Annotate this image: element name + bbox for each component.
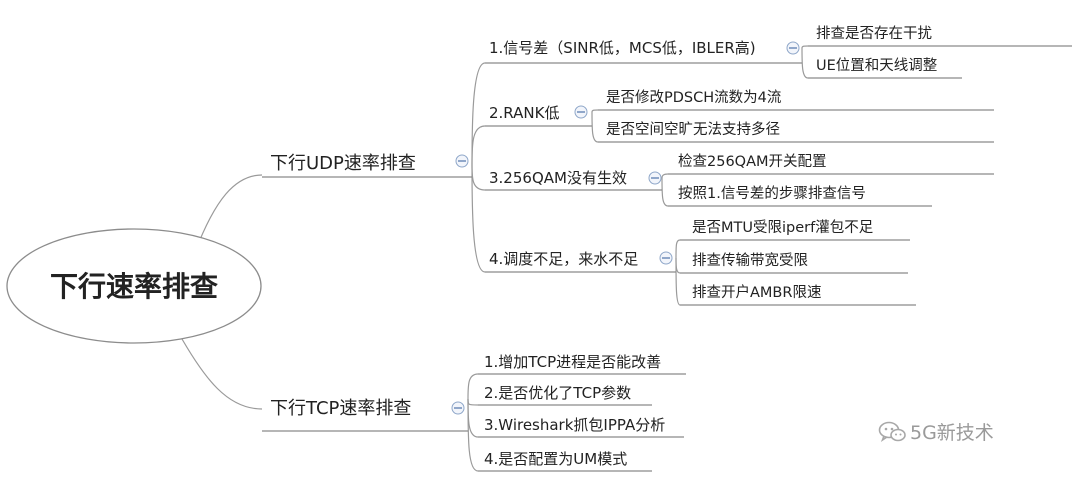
connector-1-b (801, 47, 809, 79)
leaf-3-b[interactable]: 按照1.信号差的步骤排查信号 (668, 185, 932, 207)
leaf-1-b[interactable]: UE位置和天线调整 (808, 57, 962, 79)
collapse-udp-2-icon[interactable] (574, 105, 588, 119)
branch-udp-label: 下行UDP速率排查 (270, 153, 416, 174)
connectors (177, 45, 809, 472)
tcp-node-1-label: 1.增加TCP进程是否能改善 (484, 353, 661, 371)
root-label: 下行速率排查 (50, 270, 218, 303)
connector-3-b (661, 177, 669, 207)
leaf-2-a[interactable]: 是否修改PDSCH流数为4流 (598, 89, 994, 111)
leaf-4-a[interactable]: 是否MTU受限iperf灌包不足 (680, 219, 910, 241)
watermark: 5G新技术 (878, 418, 994, 445)
collapse-tcp-icon[interactable] (451, 401, 465, 415)
udp-node-2-label: 2.RANK低 (489, 104, 559, 122)
connector-2-a (591, 109, 599, 113)
connector-udp-1 (471, 62, 486, 166)
leaf-4-a-label: 是否MTU受限iperf灌包不足 (692, 219, 873, 236)
leaf-2-b[interactable]: 是否空间空旷无法支持多径 (598, 121, 994, 143)
connector-root-udp (194, 174, 263, 253)
tcp-node-2-label: 2.是否优化了TCP参数 (484, 384, 631, 402)
connector-tcp-2 (467, 398, 479, 406)
udp-node-3-label: 3.256QAM没有生效 (489, 169, 627, 187)
leaf-1-a[interactable]: 排查是否存在干扰 (808, 25, 1072, 47)
collapse-udp-3-icon[interactable] (648, 171, 662, 185)
tcp-node-4-label: 4.是否配置为UM模式 (484, 450, 627, 468)
connector-2-b (591, 111, 599, 143)
tcp-node-4[interactable]: 4.是否配置为UM模式 (478, 450, 652, 472)
leaf-2-b-label: 是否空间空旷无法支持多径 (606, 121, 780, 138)
connector-1-a (801, 45, 809, 49)
udp-node-2[interactable]: 2.RANK低 (485, 104, 592, 127)
leaf-2-a-label: 是否修改PDSCH流数为4流 (606, 89, 781, 106)
connector-4-c (675, 257, 681, 306)
connector-tcp-4 (467, 398, 479, 472)
tcp-node-1[interactable]: 1.增加TCP进程是否能改善 (478, 353, 686, 375)
leaf-3-a[interactable]: 检查256QAM开关配置 (668, 153, 994, 175)
branch-tcp-label: 下行TCP速率排查 (270, 398, 411, 419)
leaf-4-c-label: 排查开户AMBR限速 (692, 284, 821, 301)
connector-3-a (661, 173, 669, 179)
udp-node-3[interactable]: 3.256QAM没有生效 (485, 169, 662, 191)
leaf-1-b-label: UE位置和天线调整 (816, 57, 937, 74)
watermark-label: 5G新技术 (910, 422, 994, 444)
connector-udp-3 (471, 164, 486, 191)
connector-root-tcp (177, 331, 263, 410)
branch-udp[interactable]: 下行UDP速率排查 (262, 153, 472, 178)
tcp-node-2[interactable]: 2.是否优化了TCP参数 (478, 384, 652, 406)
leaf-4-b[interactable]: 排查传输带宽受限 (680, 252, 908, 274)
root-node[interactable]: 下行速率排查 (6, 228, 262, 344)
collapse-udp-1-icon[interactable] (786, 41, 800, 55)
udp-node-4[interactable]: 4.调度不足，来水不足 (485, 250, 676, 273)
leaf-4-c[interactable]: 排查开户AMBR限速 (680, 284, 916, 306)
leaf-3-b-label: 按照1.信号差的步骤排查信号 (678, 185, 866, 202)
collapse-udp-icon[interactable] (455, 154, 469, 168)
udp-node-1[interactable]: 1.信号差（SINR低，MCS低，IBLER高) (485, 39, 802, 64)
connector-tcp-1 (467, 373, 479, 400)
leaf-4-b-label: 排查传输带宽受限 (692, 252, 808, 269)
udp-node-4-label: 4.调度不足，来水不足 (489, 250, 638, 268)
connector-4-a (675, 239, 681, 259)
connector-udp-2 (471, 125, 486, 166)
branch-tcp[interactable]: 下行TCP速率排查 (262, 398, 468, 432)
tcp-node-3[interactable]: 3.Wireshark抓包IPPA分析 (478, 416, 684, 438)
tcp-node-3-label: 3.Wireshark抓包IPPA分析 (484, 416, 665, 434)
leaf-3-a-label: 检查256QAM开关配置 (678, 153, 827, 170)
leaf-1-a-label: 排查是否存在干扰 (816, 25, 932, 42)
connector-udp-4 (471, 164, 486, 273)
collapse-udp-4-icon[interactable] (659, 251, 673, 265)
wechat-icon (878, 420, 906, 444)
udp-node-1-label: 1.信号差（SINR低，MCS低，IBLER高) (489, 39, 756, 57)
